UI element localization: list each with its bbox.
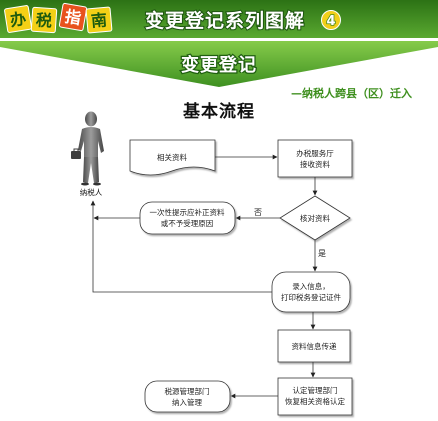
topic-banner: 变更登记 <box>0 41 438 87</box>
section-title: 基本流程 <box>182 101 255 122</box>
subtitle: —纳税人跨县（区）迁入 <box>291 86 412 100</box>
series-number: 4 <box>326 14 335 29</box>
reject-label-line2: 或不予受理原因 <box>161 218 214 228</box>
series-number-badge: 4 <box>321 10 341 30</box>
manage-label-line1: 税源管理部门 <box>165 386 210 396</box>
register-label-line1: 录入信息， <box>292 281 330 291</box>
reject-box: 一次性提示应补正资料 或不予受理原因 <box>139 201 236 235</box>
recognize-label-line2: 恢复相关资格认定 <box>285 396 345 406</box>
receive-label-line2: 接收资料 <box>300 159 330 169</box>
recognize-label-line1: 认定管理部门 <box>293 385 338 395</box>
transfer-label: 资料信息传递 <box>292 341 337 351</box>
documents-shape: 相关资料 <box>129 139 216 176</box>
series-title: 变更登记系列图解 <box>145 9 305 32</box>
reject-label-line1: 一次性提示应补正资料 <box>150 207 225 217</box>
documents-label: 相关资料 <box>157 152 187 162</box>
manage-label-line2: 纳入管理 <box>172 397 202 407</box>
badge-char-4: 南 <box>90 10 108 30</box>
arrow-register-to-actor <box>90 200 272 293</box>
check-label: 核对资料 <box>300 213 330 223</box>
no-label: 否 <box>254 208 262 217</box>
receive-box: 办税服务厅 接收资料 <box>277 139 353 178</box>
receive-label-line1: 办税服务厅 <box>296 148 334 158</box>
badge-char-3: 指 <box>63 7 82 28</box>
actor-label: 纳税人 <box>80 187 103 197</box>
guide-badge: 办 税 指 南 <box>4 2 113 34</box>
register-label-line2: 打印税务登记证件 <box>281 292 341 302</box>
yes-label: 是 <box>318 249 326 258</box>
businessman-icon <box>71 111 104 186</box>
recognize-box: 认定管理部门 恢复相关资格认定 <box>277 377 353 416</box>
badge-char-2: 税 <box>35 10 52 30</box>
check-decision: 核对资料 <box>279 195 351 241</box>
transfer-box: 资料信息传递 <box>277 329 351 363</box>
manage-box: 税源管理部门 纳入管理 <box>144 380 231 413</box>
banner-title: 变更登记 <box>181 54 257 76</box>
register-box: 录入信息， 打印税务登记证件 <box>271 271 351 313</box>
badge-char-1: 办 <box>9 9 28 30</box>
